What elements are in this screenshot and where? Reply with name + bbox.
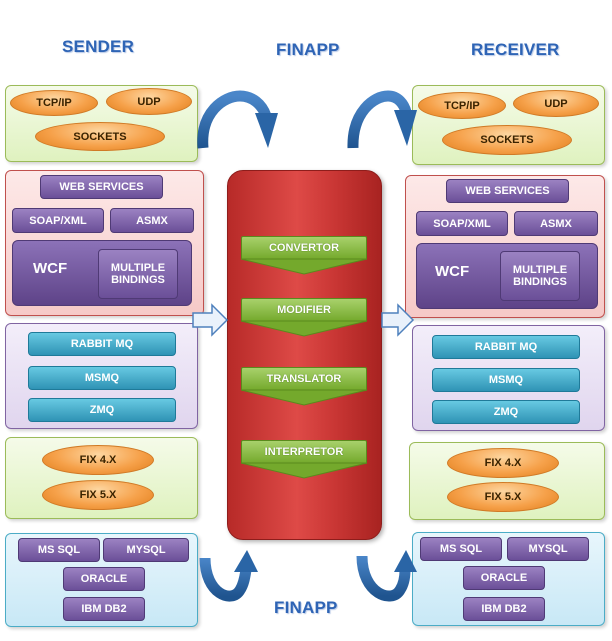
- sender-sockets-oval: SOCKETS: [35, 122, 165, 151]
- receiver-soap-xml-box: SOAP/XML: [416, 211, 508, 236]
- sender-title: SENDER: [62, 37, 135, 56]
- finapp-top-title: FINAPP: [276, 40, 340, 59]
- receiver-fix4-oval: FIX 4.X: [447, 448, 559, 478]
- convertor-box: CONVERTOR: [241, 236, 367, 260]
- sender-fix4-oval: FIX 4.X: [42, 445, 154, 475]
- sender-oracle-box: ORACLE: [63, 567, 145, 591]
- receiver-udp-oval: UDP: [513, 90, 599, 117]
- receiver-title: RECEIVER: [471, 40, 560, 59]
- curved-arrow-top-left-icon: [197, 90, 278, 149]
- sender-soap-xml-box: SOAP/XML: [12, 208, 104, 233]
- sender-rabbit-mq-box: RABBIT MQ: [28, 332, 176, 356]
- block-arrow-right-icon: [381, 303, 415, 337]
- sender-mysql-box: MYSQL: [103, 538, 189, 562]
- receiver-tcpip-oval: TCP/IP: [418, 92, 506, 119]
- sender-multiple-bindings-box: MULTIPLE BINDINGS: [98, 249, 178, 299]
- receiver-msmq-box: MSMQ: [432, 368, 580, 392]
- sender-ms-sql-box: MS SQL: [18, 538, 100, 562]
- sender-udp-oval: UDP: [106, 88, 192, 115]
- curved-arrow-bottom-left-icon: [199, 550, 258, 602]
- receiver-sockets-oval: SOCKETS: [442, 125, 572, 155]
- receiver-web-services-box: WEB SERVICES: [446, 179, 569, 203]
- receiver-mysql-box: MYSQL: [507, 537, 589, 561]
- receiver-fix5-oval: FIX 5.X: [447, 482, 559, 512]
- sender-msmq-box: MSMQ: [28, 366, 176, 390]
- receiver-oracle-box: ORACLE: [463, 566, 545, 590]
- receiver-rabbit-mq-box: RABBIT MQ: [432, 335, 580, 359]
- receiver-multiple-bindings-box: MULTIPLE BINDINGS: [500, 251, 580, 301]
- sender-wcf-label: WCF: [33, 260, 68, 277]
- block-arrow-left-icon: [192, 303, 229, 337]
- sender-tcpip-oval: TCP/IP: [10, 90, 98, 116]
- receiver-ibm-db2-box: IBM DB2: [463, 597, 545, 621]
- sender-fix5-oval: FIX 5.X: [42, 480, 154, 510]
- chevron-down-icon: [240, 258, 368, 479]
- translator-box: TRANSLATOR: [241, 367, 367, 391]
- receiver-asmx-box: ASMX: [514, 211, 598, 236]
- sender-zmq-box: ZMQ: [28, 398, 176, 422]
- curved-arrow-bottom-right-icon: [356, 550, 417, 602]
- receiver-zmq-box: ZMQ: [432, 400, 580, 424]
- curved-arrow-top-right-icon: [347, 90, 417, 149]
- receiver-wcf-label: WCF: [435, 263, 470, 280]
- sender-ibm-db2-box: IBM DB2: [63, 597, 145, 621]
- finapp-bottom-title: FINAPP: [274, 598, 338, 617]
- sender-asmx-box: ASMX: [110, 208, 194, 233]
- receiver-ms-sql-box: MS SQL: [420, 537, 502, 561]
- sender-web-services-box: WEB SERVICES: [40, 175, 163, 199]
